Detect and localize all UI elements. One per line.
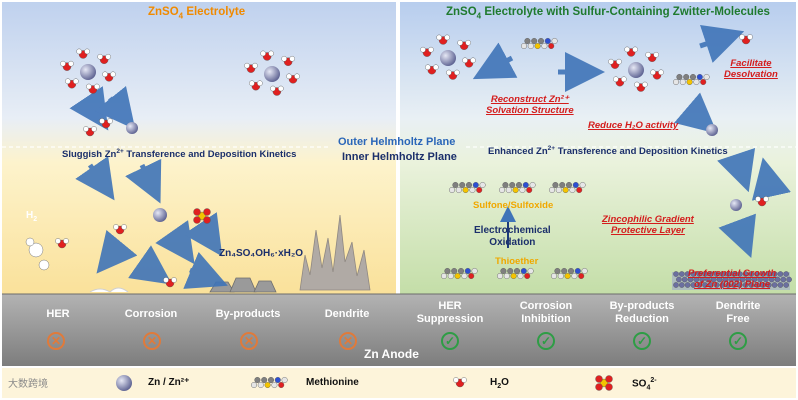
methionine-molecule [449, 186, 456, 193]
annotation-reduce-h2o: Reduce H₂O activity [588, 120, 679, 131]
zn-ion [628, 62, 644, 78]
zn-ion [730, 199, 742, 211]
left-flow-arrows [69, 85, 228, 289]
methionine-molecule [441, 273, 448, 280]
byproduct-formula: Zn₄SO₄OH₆·xH₂O [219, 248, 304, 259]
legend-h2o: H2O [490, 377, 509, 390]
h2-label: H2 [26, 210, 38, 223]
check-icon: ✓ [441, 332, 459, 350]
left-kinetics-label: Sluggish Zn2+ Transference and Depositio… [62, 148, 297, 161]
legend-methionine-icon [250, 382, 257, 389]
methionine-molecule [521, 43, 528, 50]
sulfone-label: Sulfone/Sulfoxide [473, 200, 554, 211]
right-flow-arrows [472, 24, 791, 259]
zn-anode-label: Zn Anode [364, 347, 419, 361]
right-kinetics-label: Enhanced Zn2+ Transference and Depositio… [488, 145, 728, 158]
methionine-molecule [499, 186, 506, 193]
zn-ion [80, 64, 96, 80]
right-panel-title: ZnSO4 Electrolyte with Sulfur-Containing… [446, 6, 770, 21]
methionine-molecule [497, 273, 504, 280]
methionine-molecule [551, 273, 558, 280]
check-icon: ✓ [633, 332, 651, 350]
legend-so4: SO42- [632, 377, 657, 392]
oxidation-label: Electrochemical Oxidation [474, 225, 551, 248]
fail-icon: ✕ [47, 332, 65, 350]
methionine-molecule [673, 78, 680, 85]
legend-methionine: Methionine [306, 377, 359, 388]
annotation-zincophilic: Zincophilic Gradient Protective Layer [602, 214, 694, 236]
molecule-layer [25, 34, 792, 391]
watermark: 大数跨境 [8, 379, 48, 390]
issue-byproducts: By-products [215, 308, 281, 320]
thioether-label: Thioether [495, 256, 539, 267]
issue-corrosion: Corrosion [124, 308, 178, 320]
dendrite-shape [299, 214, 371, 291]
fail-icon: ✕ [240, 332, 258, 350]
outer-helmholtz-plane-label: Outer Helmholtz Plane [338, 136, 456, 148]
annotation-facilitate: Facilitate Desolvation [724, 58, 778, 80]
issue-her: HER [46, 308, 70, 320]
zn-ion [264, 66, 280, 82]
annotation-reconstruct: Reconstruct Zn²⁺ Solvation Structure [486, 94, 574, 116]
check-icon: ✓ [537, 332, 555, 350]
left-panel-title: ZnSO4 Electrolyte [148, 6, 246, 21]
methionine-molecule [549, 186, 556, 193]
legend-band [2, 368, 796, 398]
fail-icon: ✕ [143, 332, 161, 350]
zn-anode-band [2, 294, 796, 366]
legend-zn: Zn / Zn²⁺ [148, 377, 190, 388]
issue-dendrite: Dendrite [324, 308, 370, 320]
zn-ion [126, 122, 138, 134]
legend-icons [116, 375, 132, 391]
annotation-preferential-growth: Preferential Growth of Zn (002) Plane [688, 268, 777, 290]
zn-ion [153, 208, 167, 222]
check-icon: ✓ [729, 332, 747, 350]
zn-ion [706, 124, 718, 136]
fail-icon: ✕ [339, 332, 357, 350]
corrosion-pit [89, 287, 129, 293]
inner-helmholtz-plane-label: Inner Helmholtz Plane [342, 151, 457, 163]
zn-ion [440, 50, 456, 66]
